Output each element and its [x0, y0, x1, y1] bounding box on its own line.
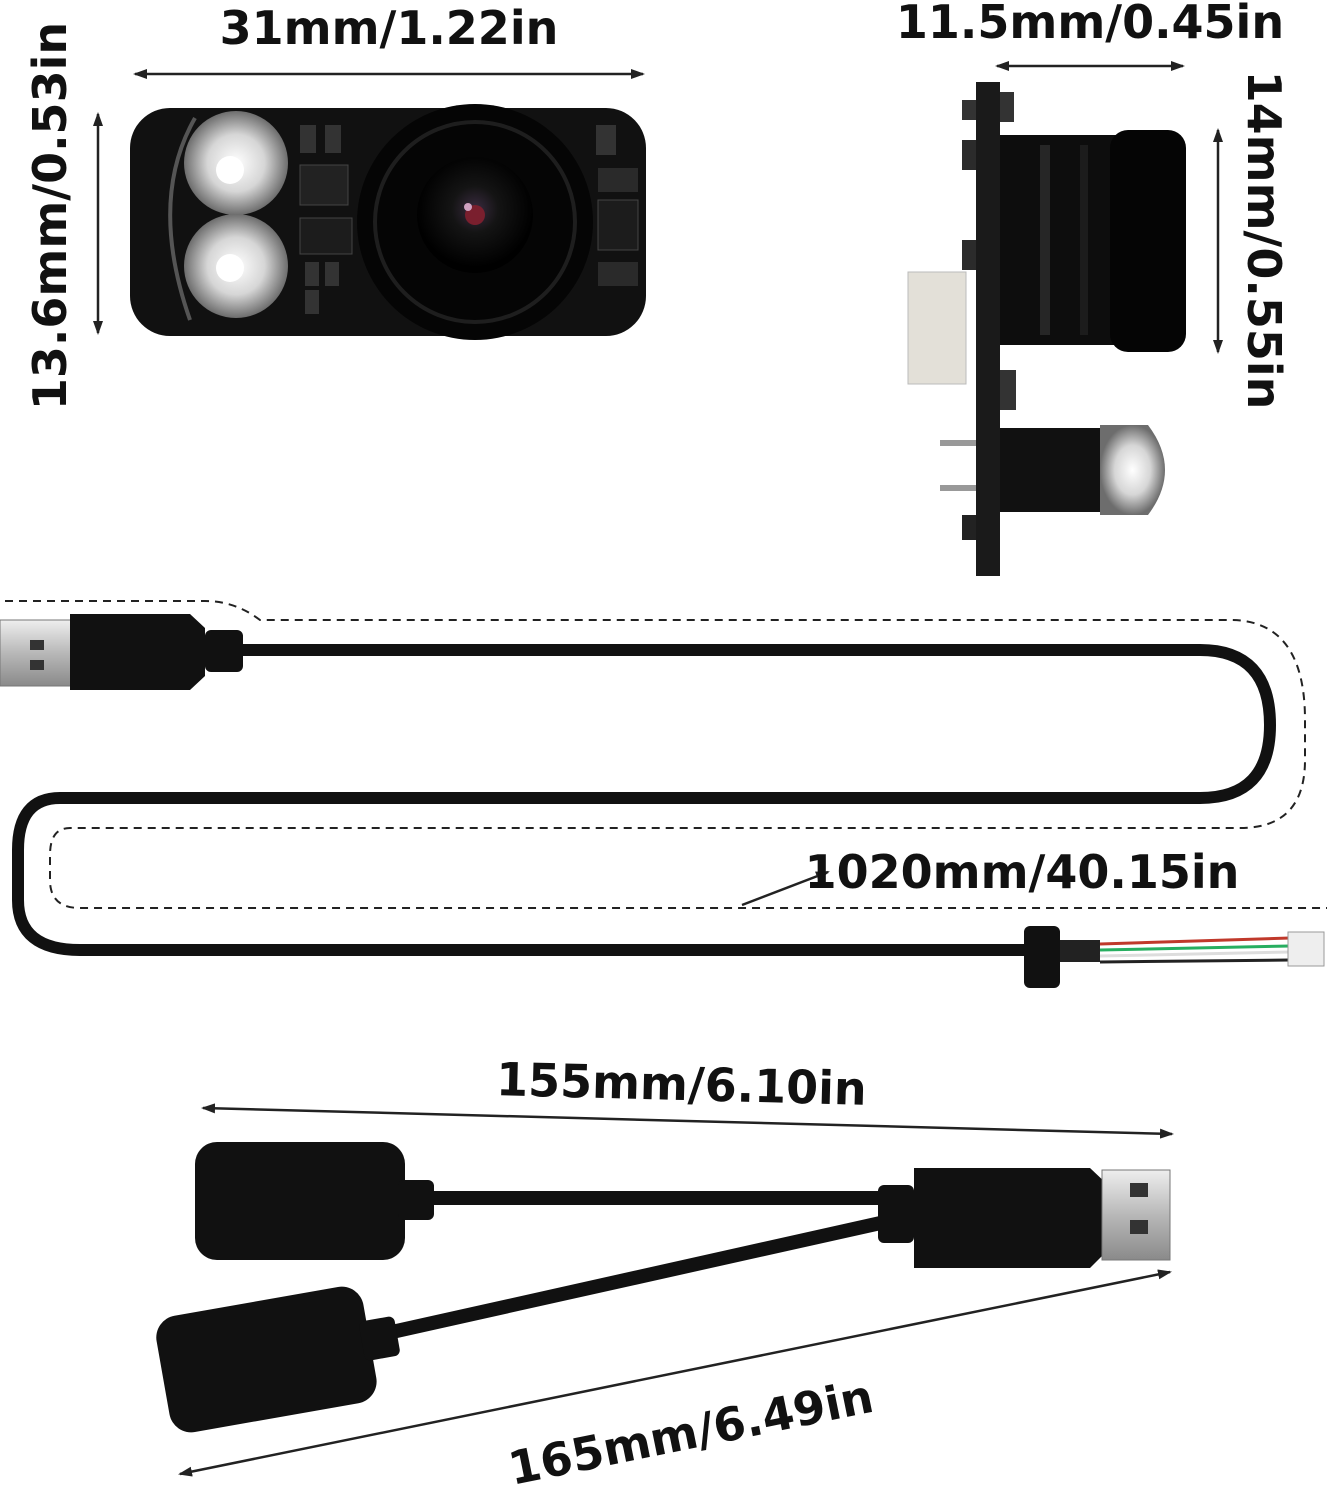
connector — [907, 271, 967, 385]
usb-cable — [0, 600, 1327, 988]
side-depth-label: 11.5mm/0.45in — [896, 0, 1284, 49]
cable-end-connector — [1024, 926, 1325, 988]
camera-side-view — [907, 82, 1186, 576]
camera-board-front — [130, 104, 646, 340]
board-height-label: 13.6mm/0.53in — [23, 22, 77, 410]
side-lens-barrel — [1000, 135, 1120, 345]
splitter-long-label: 165mm/6.49in — [504, 1369, 878, 1485]
usb-a-plug-left — [0, 614, 243, 690]
side-depth-dimension: 11.5mm/0.45in — [896, 0, 1284, 71]
cable-length-label: 1020mm/40.15in — [805, 845, 1240, 899]
splitter-short-label: 155mm/6.10in — [495, 1052, 867, 1116]
usb-a-plug-right — [878, 1168, 1171, 1268]
pcb-silkscreen-curve — [168, 117, 197, 321]
usb-y-splitter — [156, 1142, 1171, 1433]
cable-length-dimension: 1020mm/40.15in — [741, 845, 1240, 907]
board-width-label: 31mm/1.22in — [220, 1, 559, 55]
board-height-dimension: 13.6mm/0.53in — [23, 22, 103, 410]
usb-female-top — [195, 1142, 434, 1260]
side-height-dimension: 14mm/0.55in — [1213, 71, 1291, 410]
side-ir-led — [1000, 428, 1110, 512]
side-pcb — [976, 82, 1000, 576]
side-height-label: 14mm/0.55in — [1237, 71, 1291, 410]
board-width-dimension: 31mm/1.22in — [133, 1, 645, 79]
usb-female-bottom — [156, 1286, 400, 1433]
splitter-short-dimension: 155mm/6.10in — [201, 1052, 1174, 1139]
